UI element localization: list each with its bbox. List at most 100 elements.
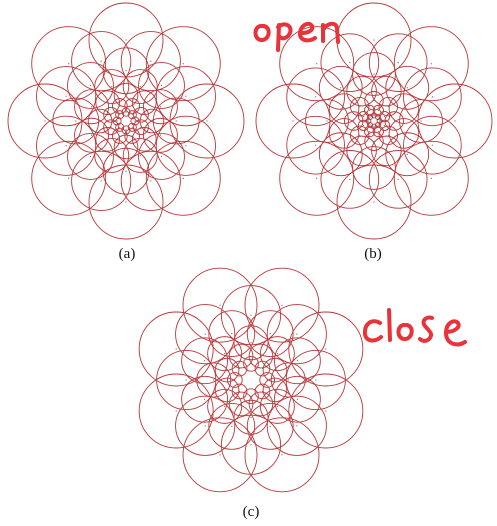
center-dot-a-r2-6	[125, 70, 127, 72]
circle-a-r1-3	[36, 115, 97, 176]
center-dot-a-r5-5	[119, 105, 121, 107]
center-dot-b-r1-4	[315, 96, 317, 98]
center-dot-b-r4-7	[387, 106, 389, 108]
circle-b-r2-2	[352, 146, 396, 190]
circle-c-r3-7	[259, 336, 295, 372]
circle-c-r3-0	[270, 362, 306, 398]
center-dot-c-r5-4	[234, 379, 236, 381]
center-dot-c-r3-2	[250, 416, 252, 418]
center-dot-c-r4-3	[226, 389, 228, 391]
center-dot-b-r1-6	[397, 62, 399, 64]
circle-c-r1-5	[175, 304, 236, 365]
circle-b-r2-4	[305, 99, 349, 143]
circle-b-r5-0	[378, 119, 391, 131]
center-dot-c-r2-7	[296, 360, 298, 362]
circle-c-r1-6	[220, 285, 282, 346]
circle-b-r6-4	[365, 117, 372, 125]
circle-c-r3-1	[259, 388, 295, 424]
center-dot-a-r6-1	[131, 126, 133, 128]
circle-b-r4-1	[378, 125, 399, 146]
center-dot-b-r3-5	[361, 90, 363, 92]
center-dot-a-r3-4	[90, 106, 93, 108]
center-dot-a-r3-0	[159, 134, 162, 136]
circle-b-r3-1	[371, 135, 402, 167]
circle-a-r3-0	[142, 117, 178, 153]
circle-c-r2-1	[246, 403, 294, 450]
center-dot-a-r5-7	[140, 114, 142, 116]
center-dot-a-r5-0	[140, 126, 142, 128]
circle-b-r3-6	[371, 75, 402, 107]
center-dot-c-r0-6	[281, 304, 283, 306]
circle-a-r1-2	[71, 150, 132, 211]
center-dot-c-r2-1	[269, 425, 271, 427]
circle-a-r1-7	[155, 66, 216, 127]
center-dot-c-r1-0	[315, 379, 317, 381]
circle-c-r0-6	[244, 267, 320, 343]
center-dot-b-r3-0	[403, 132, 405, 134]
circle-c-r0-3	[138, 373, 214, 449]
circle-pattern-a	[7, 2, 245, 240]
circle-a-r2-6	[102, 47, 150, 95]
center-dot-a-r0-6	[125, 39, 127, 41]
center-dot-c-r4-2	[240, 403, 242, 405]
circle-c-r1-0	[285, 349, 346, 411]
center-dot-c-r3-4	[213, 379, 215, 381]
panel-b	[248, 0, 497, 250]
circle-b-r0-7	[393, 26, 469, 102]
center-dot-c-r1-6	[250, 314, 252, 316]
center-dot-c-r1-7	[296, 333, 298, 335]
center-dot-b-r6-4	[367, 120, 369, 122]
circle-c-r4-5	[228, 343, 254, 369]
center-dot-b-r4-3	[359, 134, 361, 136]
circle-a-r5-3	[103, 119, 119, 136]
center-dot-b-r6-6	[373, 114, 375, 116]
center-dot-b-r5-3	[362, 124, 365, 126]
circle-a-r6-4	[112, 116, 122, 126]
center-dot-c-r3-3	[224, 405, 226, 407]
center-dot-b-r5-1	[377, 130, 379, 133]
center-dot-c-r3-0	[287, 379, 289, 381]
center-dot-a-r1-3	[65, 145, 67, 147]
center-dot-c-r0-0	[325, 410, 327, 412]
circle-a-r0-7	[145, 26, 221, 102]
center-dot-a-r3-5	[111, 85, 113, 88]
circle-b-r4-6	[364, 91, 384, 111]
center-dot-a-r5-6	[131, 105, 133, 107]
circle-b-r4-2	[364, 131, 384, 151]
circle-a-r5-5	[111, 98, 128, 114]
circle-a-r6-1	[127, 122, 137, 132]
circle-b-r1-6	[368, 33, 428, 92]
center-dot-a-r4-3	[107, 138, 109, 140]
circle-a-r2-2	[102, 147, 150, 195]
center-dot-a-r0-2	[125, 201, 127, 203]
center-dot-a-r3-1	[139, 154, 141, 157]
circle-a-r3-7	[142, 89, 178, 125]
circle-c-r4-2	[228, 391, 254, 417]
circle-c-r2-3	[181, 375, 228, 423]
center-dot-a-r4-0	[151, 120, 153, 122]
center-dot-a-r6-4	[116, 120, 118, 122]
circle-c-r2-2	[208, 403, 256, 450]
circle-c-r1-4	[156, 349, 217, 411]
center-dot-c-r4-0	[274, 389, 276, 391]
caption-c: (c)	[242, 504, 260, 520]
center-dot-a-r3-6	[139, 85, 141, 88]
circle-b-r4-7	[378, 96, 399, 117]
center-dot-b-r4-4	[353, 120, 355, 122]
circle-a-r4-7	[132, 90, 157, 115]
center-dot-b-r2-4	[326, 120, 328, 122]
center-dot-a-r0-5	[68, 63, 70, 65]
center-dot-a-r1-1	[150, 180, 152, 182]
center-dot-b-r2-6	[373, 73, 375, 75]
center-dot-a-r2-0	[175, 120, 177, 122]
circle-c-r5-3	[231, 383, 248, 400]
center-dot-a-r0-7	[182, 63, 184, 65]
circle-a-r3-6	[122, 69, 158, 105]
panel-a	[0, 0, 250, 250]
center-dot-c-r2-3	[204, 398, 206, 400]
circle-a-r6-2	[121, 125, 131, 135]
center-dot-b-r3-2	[361, 150, 363, 152]
circle-a-r2-4	[52, 97, 100, 145]
circle-c-r5-7	[254, 360, 271, 377]
circle-b-r1-1	[368, 150, 428, 209]
